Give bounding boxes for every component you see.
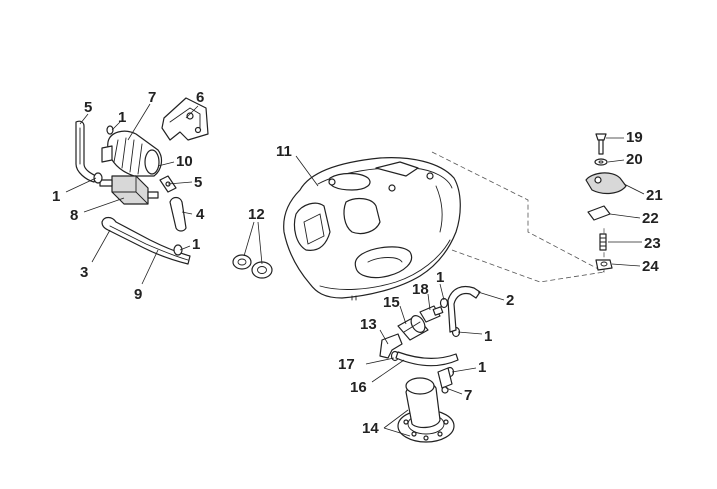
fuel-hose	[447, 285, 481, 333]
callout-12: 12	[248, 206, 265, 223]
callout-23: 23	[644, 235, 661, 252]
callout-1-upper: 1	[118, 109, 126, 126]
leader-lines	[65, 103, 645, 437]
callout-6: 6	[196, 89, 204, 106]
short-hose	[169, 196, 187, 232]
callout-1-tank: 1	[436, 269, 444, 286]
callout-17: 17	[338, 356, 355, 373]
callout-7-upper: 7	[148, 89, 156, 106]
callout-14: 14	[362, 420, 379, 437]
callout-24: 24	[642, 258, 659, 275]
fastener-stack	[585, 133, 627, 271]
callout-8: 8	[70, 207, 78, 224]
callout-1-filter: 1	[484, 328, 492, 345]
vent-hose-upper	[75, 120, 97, 183]
callout-15: 15	[383, 294, 400, 311]
callout-19: 19	[626, 129, 643, 146]
pump-fitting	[437, 367, 453, 394]
evap-canister	[101, 130, 163, 177]
callout-3: 3	[80, 264, 88, 281]
rubber-grommets	[232, 254, 273, 279]
long-hose	[101, 216, 191, 265]
callout-1-hose: 1	[192, 236, 200, 253]
callout-16: 16	[350, 379, 367, 396]
fuel-tank	[283, 157, 461, 301]
callout-22: 22	[642, 210, 659, 227]
callout-13: 13	[360, 316, 377, 333]
callout-21: 21	[646, 187, 663, 204]
callout-1-pump: 1	[478, 359, 486, 376]
callout-5-upper: 5	[84, 99, 92, 116]
callout-4: 4	[196, 206, 205, 223]
small-hose	[395, 351, 459, 367]
mounting-bracket	[161, 97, 209, 141]
mounting-reference-lines	[431, 151, 605, 283]
callout-18: 18	[412, 281, 429, 298]
callout-20: 20	[626, 151, 643, 168]
callout-7-lower: 7	[464, 387, 472, 404]
connector	[419, 305, 444, 323]
callout-9: 9	[134, 286, 142, 303]
callout-10: 10	[176, 153, 193, 170]
callout-11: 11	[276, 143, 292, 160]
callout-2: 2	[506, 292, 514, 309]
fuel-pump	[397, 377, 455, 443]
callout-labels: 5 1 7 6 10 5 1 8 4 1 3 9 11 12 1 2 1 18 …	[52, 89, 663, 437]
callout-5-right: 5	[194, 174, 202, 191]
solenoid-valve	[99, 175, 159, 205]
callout-1-left: 1	[52, 188, 60, 205]
